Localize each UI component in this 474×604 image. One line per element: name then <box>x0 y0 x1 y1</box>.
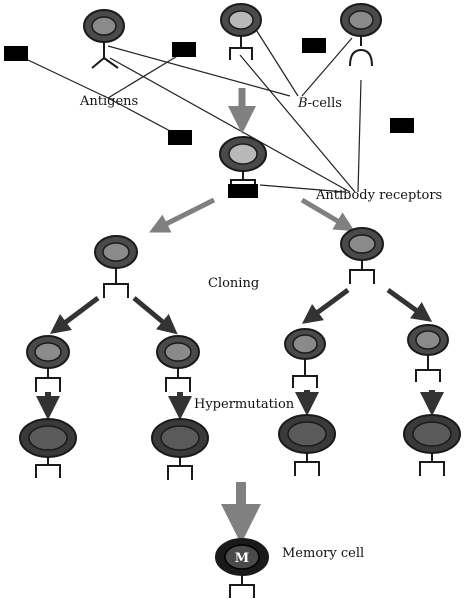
cloning-label: Cloning <box>208 276 260 291</box>
b-cells-label-rest: -cells <box>307 96 342 111</box>
antigen-3 <box>302 38 326 53</box>
clone-arrow-rl <box>301 287 350 324</box>
mutated-cell-3 <box>278 414 336 476</box>
mutated-cell-1 <box>19 418 77 478</box>
antigens-label: Antigens <box>80 94 139 109</box>
clone-arrow-right <box>300 197 355 232</box>
b-cell-2 <box>220 3 262 60</box>
memory-cell-label: Memory cell <box>282 546 365 561</box>
antigen-1 <box>4 46 28 61</box>
clone-cell-4 <box>407 324 449 382</box>
b-cell-3 <box>340 3 382 67</box>
memory-cell: M <box>215 538 269 598</box>
b-cell-1 <box>83 9 125 69</box>
memory-mark: M <box>235 551 249 566</box>
clone-cell-left <box>94 235 138 298</box>
bound-antigen <box>228 184 258 198</box>
antibody-receptors-label: Antibody receptors <box>316 188 443 203</box>
clone-arrow-ll <box>50 296 100 334</box>
mutated-cell-4 <box>403 414 461 476</box>
antigen-2 <box>172 42 196 57</box>
clone-cell-right <box>340 227 384 284</box>
clone-cell-1 <box>26 335 70 392</box>
antigen-4 <box>168 130 192 145</box>
selected-b-cell <box>219 136 267 198</box>
b-cells-label-italic: B <box>298 96 308 111</box>
clone-arrow-left <box>149 197 216 233</box>
clone-cell-3 <box>284 328 326 388</box>
mutated-cell-2 <box>151 418 209 480</box>
clone-arrow-rr <box>386 287 433 322</box>
antigen-5 <box>390 118 414 133</box>
hypermutation-label: Hypermutation <box>194 397 295 412</box>
clone-arrow-lr <box>132 296 178 335</box>
clone-cell-2 <box>156 335 200 392</box>
b-cells-label: B-cells <box>298 97 342 110</box>
